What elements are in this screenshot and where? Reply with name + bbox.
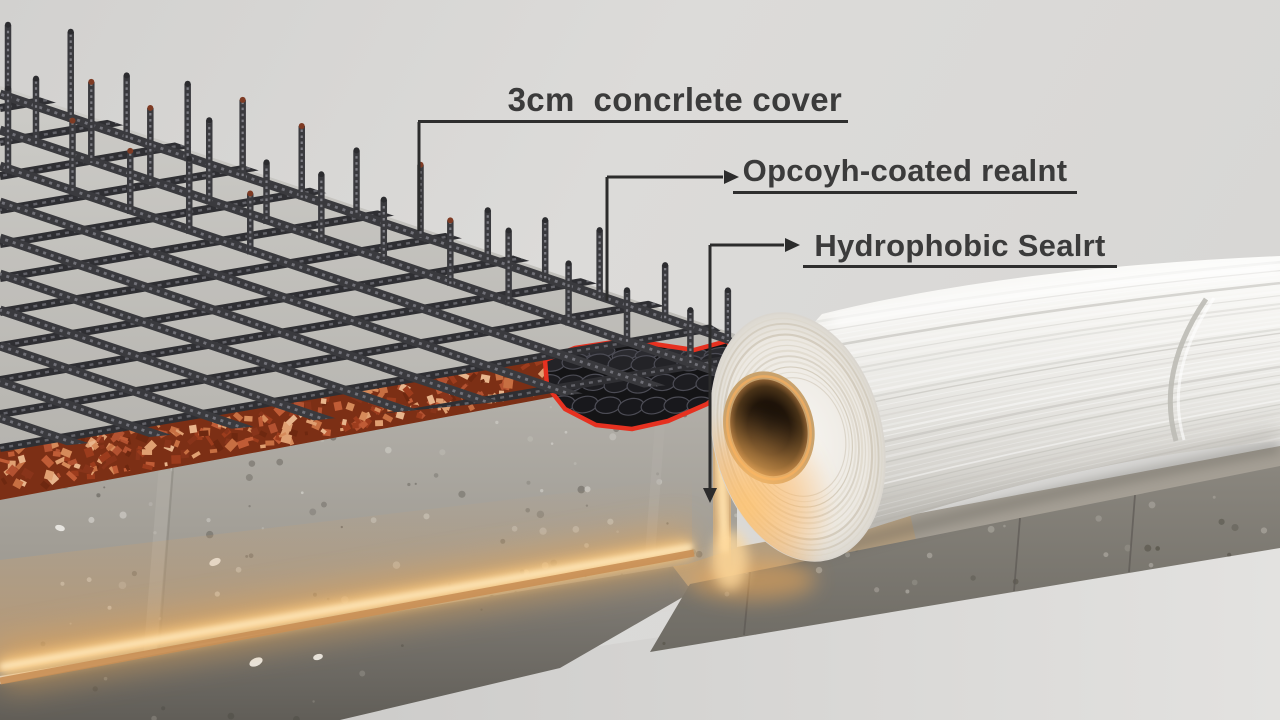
annotation-concrete-cover: 3cm concrlete cover (418, 79, 848, 123)
arrow-right-icon (724, 170, 739, 184)
arrowheads (703, 170, 800, 503)
annotation-hydrophobic-sealant: Hydrophobic Sealrt (803, 226, 1117, 268)
plastic-roll (686, 256, 1280, 580)
annotation-coated-membrane: Opcoyh-coated realnt (733, 150, 1077, 194)
arrow-down-icon (703, 488, 717, 503)
leader-lines (417, 122, 784, 488)
second-roll-seam (1167, 297, 1209, 442)
under-slab-glow (0, 525, 696, 691)
rebar-stubs (4, 21, 732, 367)
arrow-right-icon (785, 238, 800, 252)
floor (0, 544, 1280, 720)
light-pool (688, 530, 816, 600)
